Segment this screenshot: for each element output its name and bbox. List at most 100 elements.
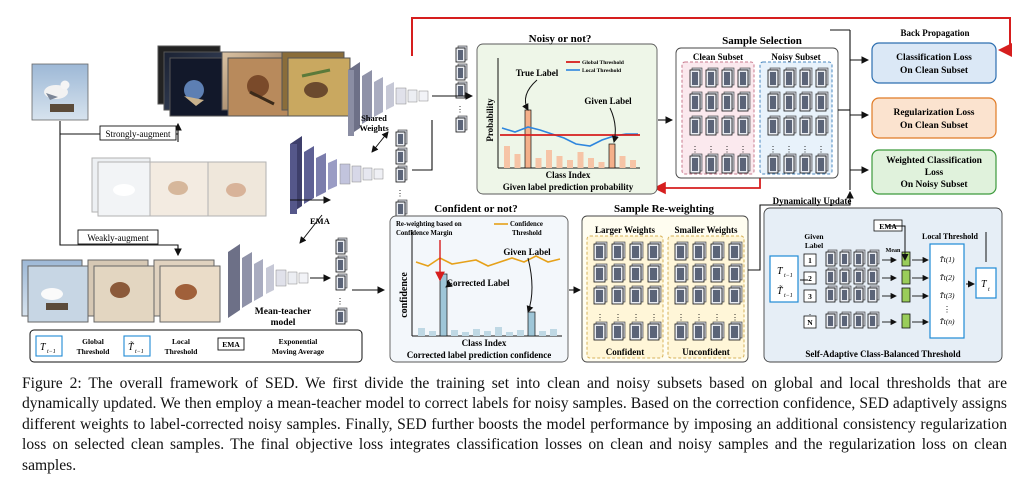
noisy-bar <box>588 158 594 168</box>
noisy-bar <box>524 109 532 169</box>
feature-columns: ⋮⋮⋮ <box>335 45 468 325</box>
legend-ema-2: Moving Average <box>272 347 325 356</box>
threshold-panel: Dynamically Update EMA Local Threshold G… <box>763 196 1003 363</box>
svg-text:T̃: T̃ <box>128 340 135 353</box>
noisy-bar <box>546 150 552 168</box>
svg-text:⋮: ⋮ <box>695 313 703 322</box>
sample-selection-panel: Sample Selection Clean Subset Noisy Subs… <box>675 35 839 179</box>
noisy-bar <box>577 152 584 168</box>
confident-or-not-title: Confident or not? <box>434 203 518 215</box>
svg-text:t−1: t−1 <box>784 293 793 299</box>
svg-text:⋮: ⋮ <box>731 313 739 322</box>
confidence-bar <box>495 327 502 336</box>
svg-text:⋮: ⋮ <box>336 297 344 306</box>
clean-subset-label: Clean Subset <box>693 52 743 62</box>
weak-augment-label: Weakly-augment <box>87 233 149 243</box>
ema-arrow <box>299 214 323 244</box>
legend-local-2: Threshold <box>165 347 199 356</box>
class-id: 1 <box>808 256 812 265</box>
svg-text:⋮: ⋮ <box>943 305 951 314</box>
noisy-bar <box>630 160 636 168</box>
svg-text:⋮: ⋮ <box>614 313 622 322</box>
backprop-label: Back Propagation <box>900 28 969 38</box>
strong-augment-stack <box>157 45 351 117</box>
mean-teacher-network <box>228 244 309 318</box>
local-threshold-title: Local Threshold <box>922 232 978 241</box>
confidence-bar <box>429 331 436 336</box>
student-network-weak <box>290 136 384 214</box>
local-threshold-item: T̃t(3) <box>940 291 956 300</box>
weak-augment-stack <box>21 259 221 323</box>
confident-label: Confident <box>606 347 645 357</box>
noisy-bar <box>535 158 542 168</box>
class-id: N <box>807 318 813 327</box>
svg-text:T: T <box>981 279 988 290</box>
svg-text:⋮: ⋮ <box>691 145 699 154</box>
noisy-subset-label: Noisy Subset <box>771 52 820 62</box>
conf-caption: Corrected label prediction confidence <box>407 350 551 360</box>
cls-loss-line1: Classification Loss <box>896 53 972 63</box>
input-image <box>31 63 89 121</box>
reweight-text-1: Re-weighting based on <box>396 221 462 228</box>
given-label-text-conf: Given Label <box>503 247 551 257</box>
mean-label: Mean <box>886 248 901 254</box>
confidence-bar <box>517 330 524 336</box>
notation-legend: T t−1 Global Threshold T̃ t−1 Local Thre… <box>29 329 363 363</box>
shared-weights-arrow <box>379 131 389 143</box>
legend-global: Global Threshold <box>582 60 625 66</box>
noisy-bar <box>608 143 616 169</box>
augment-flow <box>59 121 182 257</box>
svg-text:⋮: ⋮ <box>596 313 604 322</box>
given-label-1: Given <box>804 232 824 241</box>
noisy-chart-bars <box>504 109 636 169</box>
noisy-bar <box>567 160 573 168</box>
sample-selection-title: Sample Selection <box>722 35 802 47</box>
legend-confidence: Confidence <box>510 221 543 228</box>
backprop-arrow <box>411 17 1012 57</box>
sample-reweighting-panel: Sample Re-weighting Larger Weights Small… <box>581 203 749 363</box>
confidence-bar <box>451 330 458 336</box>
confidence-bar <box>506 332 513 336</box>
svg-text:⋮: ⋮ <box>769 145 777 154</box>
weak-augment-tag <box>77 229 159 245</box>
corrected-label-text: Corrected Label <box>446 278 510 288</box>
confident-chart-bars <box>418 273 557 337</box>
confidence-bar <box>418 328 425 336</box>
noisy-bar <box>556 156 563 168</box>
class-id: 3 <box>808 292 812 301</box>
legend-local: Local Threshold <box>582 68 622 74</box>
reg-loss-line1: Regularization Loss <box>893 108 974 118</box>
ema-label: EMA <box>310 216 331 226</box>
shared-weights-label-1: Shared <box>361 113 387 123</box>
weak-augment-stack-faded <box>91 157 267 217</box>
conf-ylabel: confidence <box>399 272 410 318</box>
legend-global-1: Global <box>82 337 104 346</box>
noisy-or-not-title: Noisy or not? <box>529 33 592 45</box>
local-threshold-item: T̃t(1) <box>940 255 956 264</box>
svg-text:⋮: ⋮ <box>739 145 747 154</box>
reg-loss-line2: On Clean Subset <box>900 121 969 131</box>
regularization-loss-box: Regularization Loss On Clean Subset <box>871 97 997 139</box>
noisy-or-not-panel: Noisy or not? Global Threshold Local Thr… <box>476 33 658 195</box>
framework-figure: Strongly-augment Weakly-augment <box>21 17 1012 363</box>
update-arrow-red <box>653 178 761 195</box>
svg-text:⋮: ⋮ <box>817 145 825 154</box>
shared-weights-label-2: Weights <box>359 123 389 133</box>
svg-text:⋮: ⋮ <box>632 313 640 322</box>
conf-xlabel: Class Index <box>462 338 507 348</box>
dynamically-update-label: Dynamically Update <box>773 196 852 206</box>
legend-ema-1: Exponential <box>279 337 318 346</box>
svg-text:⋮: ⋮ <box>456 105 464 114</box>
noisy-ylabel: Probability <box>485 98 495 142</box>
svg-text:T: T <box>777 266 784 277</box>
legend-local-1: Local <box>172 337 190 346</box>
legend-ema-box: EMA <box>222 340 240 349</box>
reweighting-title: Sample Re-weighting <box>614 203 714 215</box>
strong-augment-label: Strongly-augment <box>106 129 171 139</box>
svg-text:t−1: t−1 <box>47 349 56 355</box>
svg-text:t: t <box>988 287 990 293</box>
wcls-loss-line1: Weighted Classification <box>886 156 983 166</box>
svg-text:⋮: ⋮ <box>785 145 793 154</box>
wcls-loss-line2: Loss <box>925 168 944 178</box>
noisy-bar <box>514 154 521 168</box>
